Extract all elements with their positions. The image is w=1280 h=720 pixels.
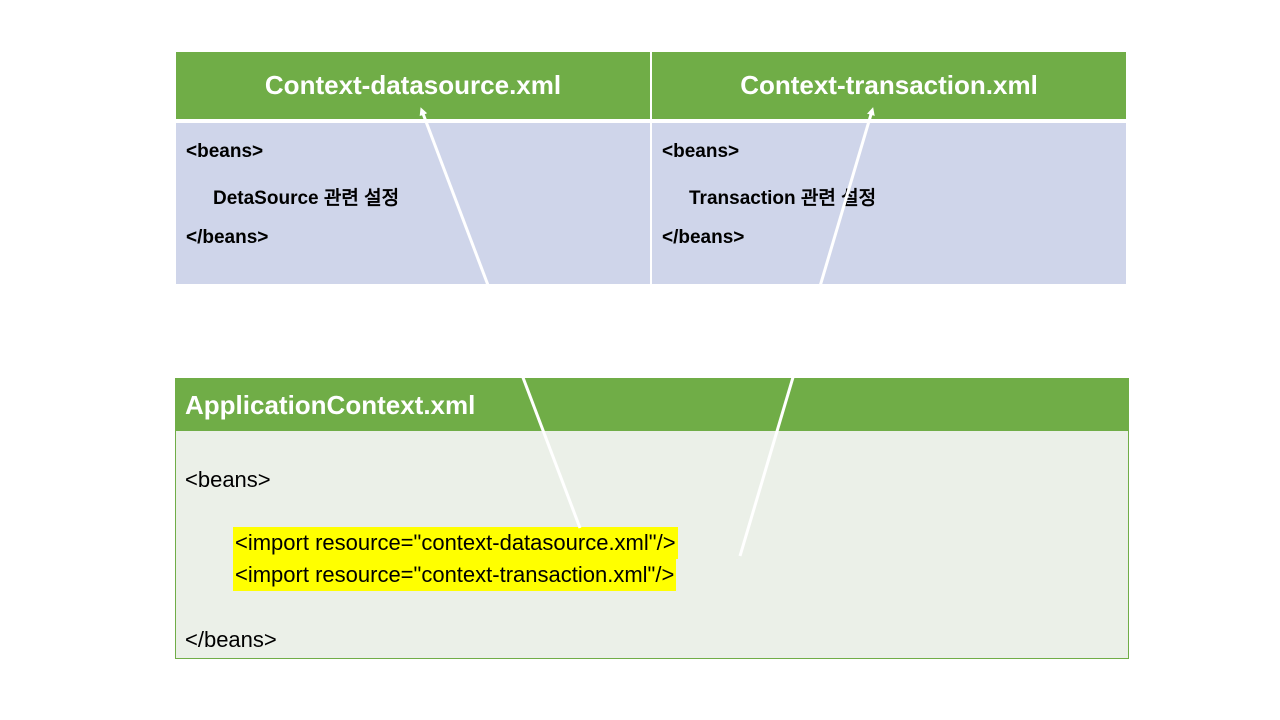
import-transaction-line: <import resource="context-transaction.xm… bbox=[233, 559, 677, 591]
transaction-content: Transaction 관련 설정 bbox=[689, 188, 877, 209]
top-config-table: Context-datasource.xml <beans> DetaSourc… bbox=[176, 52, 1126, 284]
application-context-header: ApplicationContext.xml bbox=[176, 379, 1128, 431]
import-datasource-line: <import resource="context-datasource.xml… bbox=[233, 527, 678, 559]
transaction-close-tag: </beans> bbox=[662, 227, 745, 248]
datasource-content: DetaSource 관련 설정 bbox=[213, 188, 400, 209]
application-open-tag: <beans> bbox=[185, 467, 271, 492]
datasource-body: <beans> DetaSource 관련 설정 </beans> bbox=[176, 123, 650, 284]
datasource-open-tag: <beans> bbox=[186, 141, 264, 162]
transaction-body: <beans> Transaction 관련 설정 </beans> bbox=[652, 123, 1126, 284]
datasource-close-tag: </beans> bbox=[186, 227, 269, 248]
datasource-header: Context-datasource.xml bbox=[176, 52, 650, 119]
transaction-open-tag: <beans> bbox=[662, 141, 740, 162]
application-context-body: <beans> <import resource="context-dataso… bbox=[176, 431, 1128, 658]
transaction-header: Context-transaction.xml bbox=[652, 52, 1126, 119]
datasource-column: Context-datasource.xml <beans> DetaSourc… bbox=[176, 52, 650, 284]
application-context-panel: ApplicationContext.xml <beans> <import r… bbox=[175, 378, 1129, 659]
transaction-column: Context-transaction.xml <beans> Transact… bbox=[652, 52, 1126, 284]
application-close-tag: </beans> bbox=[185, 627, 277, 652]
